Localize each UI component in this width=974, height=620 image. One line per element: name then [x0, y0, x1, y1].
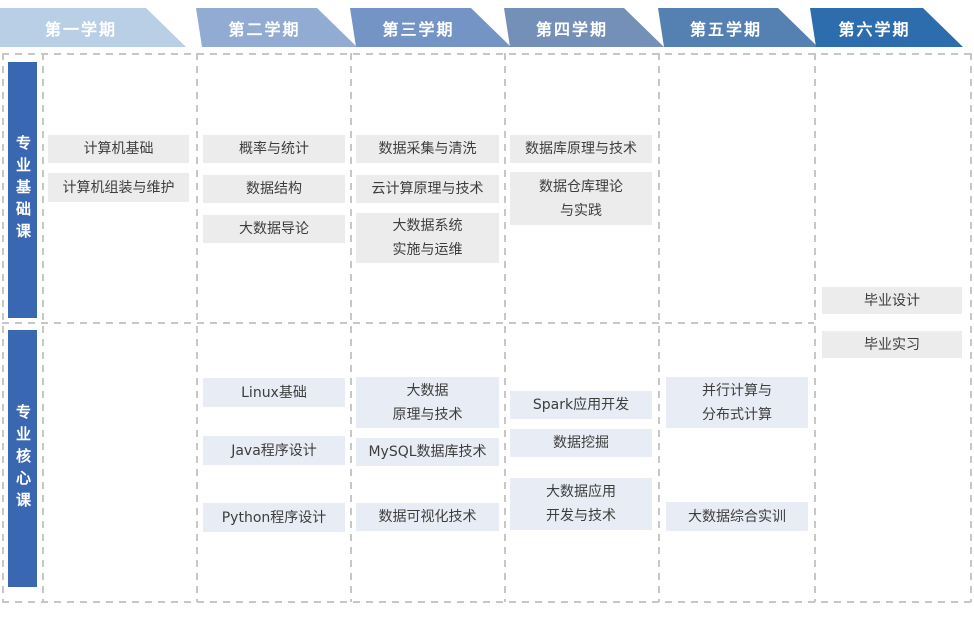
semester-banner-6: 第六学期: [810, 8, 963, 47]
category-bar-basic: 专业基础课: [8, 62, 37, 318]
category-bar-core: 专业核心课: [8, 330, 37, 587]
course-box: 云计算原理与技术: [356, 175, 499, 203]
semester-label: 第二学期: [228, 19, 301, 39]
semester-banner-3: 第三学期: [350, 8, 511, 47]
semester-banner-4: 第四学期: [504, 8, 664, 47]
grid-divider-vertical: [658, 53, 660, 602]
grid-divider-vertical: [504, 53, 506, 602]
course-box: 计算机组装与维护: [48, 173, 189, 202]
course-box: 数据仓库理论 与实践: [510, 172, 652, 225]
grid-divider-vertical: [42, 53, 44, 602]
course-box: Java程序设计: [203, 436, 345, 465]
course-box: 毕业设计: [822, 287, 962, 314]
semester-label: 第三学期: [382, 19, 455, 39]
course-box: 数据挖掘: [510, 429, 652, 457]
semester-label: 第六学期: [838, 19, 911, 39]
course-box: 数据采集与清洗: [356, 135, 499, 163]
course-box: 数据库原理与技术: [510, 135, 652, 163]
course-box: 大数据 原理与技术: [356, 377, 499, 428]
semester-label: 第一学期: [44, 19, 117, 39]
course-box: Python程序设计: [203, 503, 345, 532]
grid-divider-vertical: [196, 53, 198, 602]
grid-border-bottom: [2, 601, 972, 603]
course-box: 大数据应用 开发与技术: [510, 478, 652, 530]
course-box: Spark应用开发: [510, 391, 652, 419]
semester-label: 第四学期: [535, 19, 608, 39]
course-box: 概率与统计: [203, 135, 345, 163]
course-box: 大数据导论: [203, 215, 345, 243]
course-box: 大数据综合实训: [666, 502, 808, 531]
grid-divider-vertical: [350, 53, 352, 602]
semester-banner-1: 第一学期: [0, 8, 186, 47]
course-box: 计算机基础: [48, 135, 189, 163]
grid-divider-horizontal: [2, 322, 814, 324]
semester-label: 第五学期: [689, 19, 762, 39]
course-box: 数据结构: [203, 175, 345, 203]
course-box: 数据可视化技术: [356, 503, 499, 531]
course-box: 毕业实习: [822, 331, 962, 358]
grid-divider-vertical: [814, 53, 816, 602]
semester-banner-5: 第五学期: [658, 8, 818, 47]
category-label-core: 专业核心课: [14, 403, 32, 514]
semester-banner-2: 第二学期: [196, 8, 357, 47]
category-label-basic: 专业基础课: [14, 135, 32, 245]
grid-border-right: [970, 53, 972, 602]
course-box: MySQL数据库技术: [356, 438, 499, 466]
course-box: 大数据系统 实施与运维: [356, 213, 499, 263]
grid-border-top: [2, 53, 972, 55]
course-box: Linux基础: [203, 378, 345, 407]
course-box: 并行计算与 分布式计算: [666, 377, 808, 428]
grid-border-left: [2, 53, 4, 602]
